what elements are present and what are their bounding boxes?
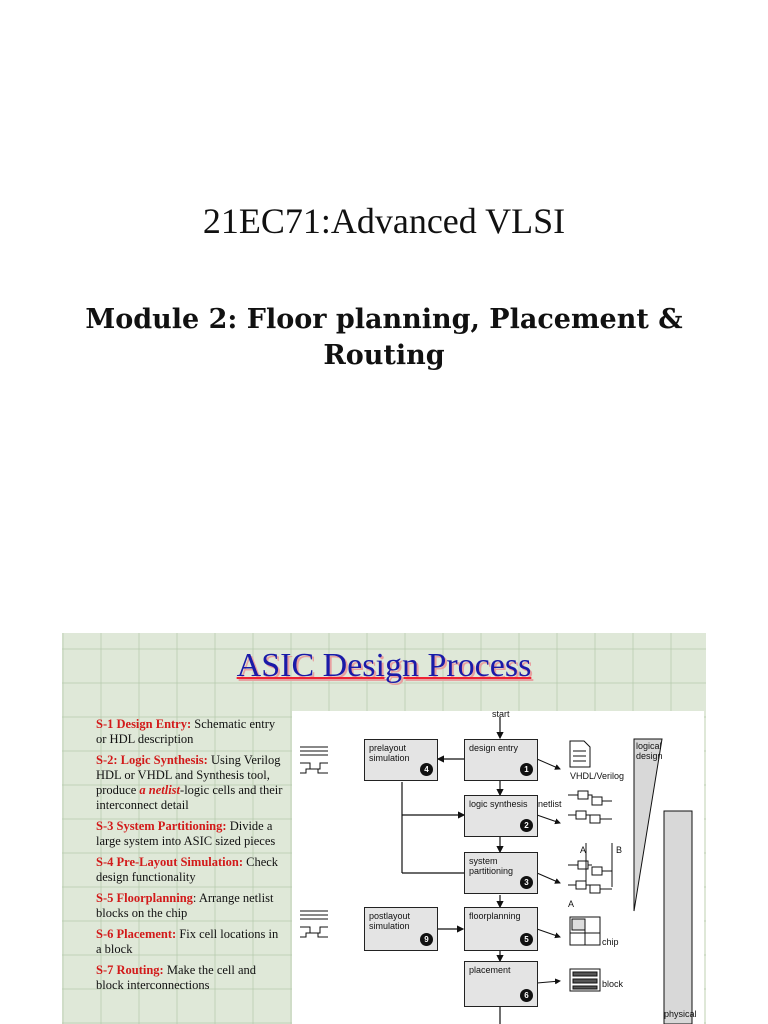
hdl-label: VHDL/Verilog	[570, 771, 625, 781]
step-item-1: S-1 Design Entry: Schematic entry or HDL…	[96, 717, 276, 746]
partition-a-label: A	[580, 845, 587, 855]
block-label: block	[602, 979, 624, 989]
step-item-7: S-7 Routing: Make the cell and block int…	[96, 963, 257, 992]
physical-label: physical	[664, 1009, 697, 1019]
partition-b-label: B	[616, 845, 623, 855]
logical-design-label: logical design	[636, 741, 663, 761]
netlist-label: netlist	[538, 799, 562, 809]
start-label: start	[492, 709, 510, 719]
page-title: 21EC71:Advanced VLSI	[202, 201, 566, 241]
page-subtitle: Module 2: Floor planning, Placement & Ro…	[85, 304, 683, 371]
step-item-4: S-4 Pre-Layout Simulation: Check design …	[96, 855, 279, 884]
step-item-3: S-3 System Partitioning: Divide a large …	[96, 819, 276, 848]
embedded-slide-image: ASIC Design Process S-1 Design Entry: Sc…	[62, 633, 706, 1024]
chip-label: chip	[602, 937, 619, 947]
step-item-6: S-6 Placement: Fix cell locations in a b…	[96, 927, 279, 956]
floorplan-a-label: A	[568, 899, 575, 909]
slide-title: ASIC Design Process	[236, 647, 532, 684]
design-steps-list: S-1 Design Entry: Schematic entry or HDL…	[96, 717, 286, 999]
flow-connectors	[300, 717, 693, 1024]
step-item-5: S-5 Floorplanning: Arrange netlist block…	[96, 891, 274, 920]
step-item-2: S-2: Logic Synthesis: Using Verilog HDL …	[96, 753, 283, 812]
